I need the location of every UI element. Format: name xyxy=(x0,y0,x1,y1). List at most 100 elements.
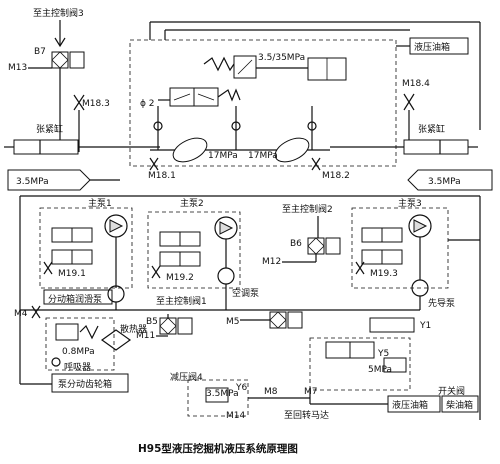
regulator-3c xyxy=(361,249,383,265)
label-m11: M11 xyxy=(136,331,155,341)
breather-symbol xyxy=(51,357,61,367)
label-p17-right: 17MPa xyxy=(248,151,278,161)
label-phi2: ϕ 2 xyxy=(140,99,155,109)
label-to-swing-motor: 至回转马达 xyxy=(284,409,329,421)
relief-valve-5 xyxy=(383,357,407,373)
label-m5: M5 xyxy=(226,317,240,327)
label-pilot-pump: 先导泵 xyxy=(428,297,455,309)
label-to-main-valve-3-top: 至主控制阀3 xyxy=(33,7,84,19)
label-m19-3: M19.3 xyxy=(370,269,398,279)
orifice-m18-3 xyxy=(73,94,85,111)
valve-arrows xyxy=(173,93,215,101)
orifice-m18-2 xyxy=(311,157,321,171)
relief-arrow xyxy=(237,59,253,75)
label-radiator: 散热器 xyxy=(120,323,147,335)
filter-symbol xyxy=(51,51,69,69)
solenoid-valve-y5b xyxy=(349,341,375,359)
pump-3-arrow xyxy=(413,219,428,233)
regulator-3b xyxy=(381,227,403,243)
label-relief-35: 3.5/35MPa xyxy=(258,53,305,63)
pump-2-block xyxy=(147,211,241,289)
pressure-switch-b5 xyxy=(177,317,193,335)
label-m8: M8 xyxy=(264,387,278,397)
diagram-caption: H95型液压挖掘机液压系统原理图 xyxy=(138,442,298,455)
pump-3-block xyxy=(351,207,449,289)
orifice-m18-1 xyxy=(149,157,159,171)
label-fuel-tank: 柴油箱 xyxy=(446,399,473,411)
label-m18-3: M18.3 xyxy=(82,99,110,109)
relief-spring xyxy=(203,56,235,72)
regulator-1d xyxy=(71,249,93,265)
regulator-2c xyxy=(159,251,181,267)
label-m12: M12 xyxy=(262,257,281,267)
radiator-symbol xyxy=(100,329,132,351)
filter-b5 xyxy=(159,317,177,335)
pump-gearbox xyxy=(51,373,129,393)
gearbox-relief-block xyxy=(45,317,115,371)
label-ac-pump: 空调泵 xyxy=(232,287,259,299)
label-to-main-valve-1: 至主控制阀1 xyxy=(156,295,207,307)
label-m7: M7 xyxy=(304,387,318,397)
pressure-switch-b6 xyxy=(325,237,341,255)
label-p17-left: 17MPa xyxy=(208,151,238,161)
central-accumulator-block xyxy=(129,39,397,167)
pump-2-arrow xyxy=(219,221,234,235)
label-p-3-5-left: 3.5MPa xyxy=(16,177,49,187)
label-gearbox-pump: 泵分动齿轮箱 xyxy=(58,378,112,390)
label-b7: B7 xyxy=(34,47,46,57)
tension-cylinder-left xyxy=(13,139,79,155)
label-tension-cyl-left: 张紧缸 xyxy=(36,123,63,135)
regulator-1c xyxy=(51,249,73,265)
filter-symbol xyxy=(269,311,287,329)
label-m19-2: M19.2 xyxy=(166,273,194,283)
label-pump2: 主泵2 xyxy=(180,197,204,209)
orifice-m4 xyxy=(31,305,41,319)
regulator-1a xyxy=(51,227,73,243)
label-m14: M14 xyxy=(226,411,245,421)
label-y5: Y5 xyxy=(377,349,389,359)
accumulator-right xyxy=(274,137,310,163)
relief-valve-08 xyxy=(55,323,79,341)
solenoid-spring xyxy=(217,88,241,102)
solenoid-valve-y5a xyxy=(325,341,351,359)
tension-cylinder-right xyxy=(403,139,469,155)
valve-y1-body xyxy=(369,317,415,333)
regulator-2b xyxy=(179,231,201,247)
label-b6: B6 xyxy=(290,239,302,249)
regulator-3a xyxy=(361,227,383,243)
label-oil-tank-top: 液压油箱 xyxy=(414,41,450,53)
filter-symbol xyxy=(307,237,325,255)
regulator-2a xyxy=(159,231,181,247)
filter-b6 xyxy=(307,237,325,255)
filter-symbol xyxy=(159,317,177,335)
pressure-switch-m5 xyxy=(287,311,303,329)
label-y1: Y1 xyxy=(419,321,431,331)
label-p-3-5-mid: 3.5MPa xyxy=(206,389,239,399)
regulator-1b xyxy=(71,227,93,243)
arrow xyxy=(54,37,66,48)
relief-spring xyxy=(79,324,99,340)
label-oil-tank-bottom: 液压油箱 xyxy=(392,399,428,411)
orifice-m18-4 xyxy=(403,93,415,111)
label-m18-1: M18.1 xyxy=(148,171,176,181)
label-m18-2: M18.2 xyxy=(322,171,350,181)
label-m18-4: M18.4 xyxy=(402,79,430,89)
label-p-3-5-right: 3.5MPa xyxy=(428,177,461,187)
pump-1-block xyxy=(39,207,133,289)
pressure-switch-b7 xyxy=(69,51,85,69)
regulator-3d xyxy=(381,249,403,265)
label-to-main-valve-2: 至主控制阀2 xyxy=(282,203,333,215)
label-p5: 5MPa xyxy=(368,365,392,375)
label-relief-valve-4: 减压阀4 xyxy=(170,371,203,383)
label-m13: M13 xyxy=(8,63,27,73)
label-pump3: 主泵3 xyxy=(398,197,422,209)
filter-b7 xyxy=(51,51,69,69)
label-tension-cyl-right: 张紧缸 xyxy=(418,123,445,135)
orifice-m19-2 xyxy=(151,265,161,279)
label-p08: 0.8MPa xyxy=(62,347,95,357)
label-breather: 呼吸器 xyxy=(64,362,91,373)
pressure-tag-left xyxy=(7,169,91,191)
pilot-valve-block xyxy=(309,337,411,391)
